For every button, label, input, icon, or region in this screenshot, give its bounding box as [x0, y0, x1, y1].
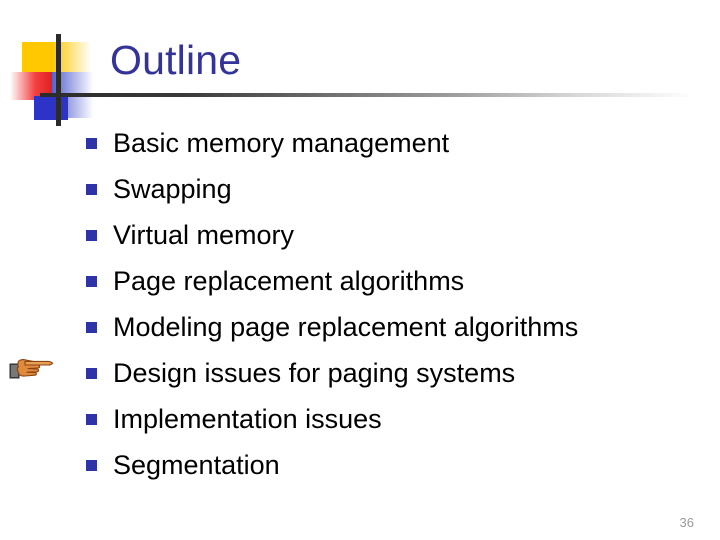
- list-item-label: Modeling page replacement algorithms: [113, 312, 579, 342]
- list-item: Implementation issues: [86, 396, 686, 442]
- square-bullet-icon: [86, 459, 97, 471]
- square-bullet-icon: [86, 275, 97, 287]
- square-bullet-icon: [86, 183, 97, 195]
- list-item: Basic memory management: [86, 120, 686, 166]
- logo-blue-block: [34, 96, 68, 120]
- list-item: Page replacement algorithms: [86, 258, 686, 304]
- title-divider-rule: [40, 93, 695, 97]
- page-number: 36: [679, 515, 694, 530]
- list-item-label: Virtual memory: [113, 220, 295, 250]
- list-item-label: Design issues for paging systems: [113, 358, 516, 388]
- list-item-label: Basic memory management: [113, 128, 450, 158]
- list-item-label: Page replacement algorithms: [113, 266, 465, 296]
- list-item: Design issues for paging systems: [86, 350, 686, 396]
- square-bullet-icon: [86, 413, 97, 425]
- decorative-logo: [10, 34, 98, 126]
- list-item: Segmentation: [86, 442, 686, 488]
- square-bullet-icon: [86, 321, 97, 333]
- square-bullet-icon: [86, 367, 97, 379]
- list-item-label: Swapping: [113, 174, 232, 204]
- logo-vertical-bar: [56, 34, 61, 126]
- square-bullet-icon: [86, 137, 97, 149]
- pointing-hand-icon: [8, 350, 56, 390]
- outline-bullet-list: Basic memory management Swapping Virtual…: [86, 120, 686, 488]
- list-item: Modeling page replacement algorithms: [86, 304, 686, 350]
- list-item: Virtual memory: [86, 212, 686, 258]
- logo-yellow-block: [22, 42, 52, 72]
- list-item-label: Implementation issues: [113, 404, 382, 434]
- page-title: Outline: [110, 37, 242, 83]
- list-item-label: Segmentation: [113, 450, 280, 480]
- list-item: Swapping: [86, 166, 686, 212]
- square-bullet-icon: [86, 229, 97, 241]
